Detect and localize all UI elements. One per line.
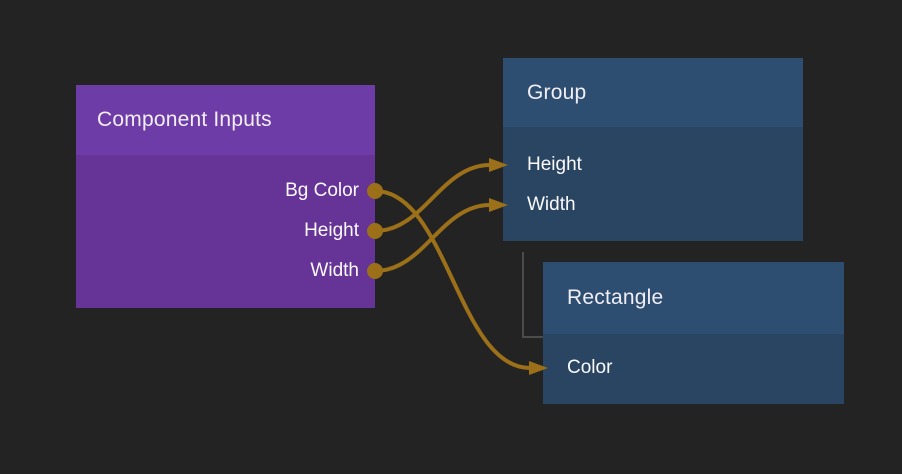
node-title: Group: [527, 80, 587, 104]
output-label-width: Width: [310, 260, 359, 281]
output-port-width[interactable]: [367, 263, 383, 279]
hierarchy-line-group-rectangle: [522, 252, 543, 338]
node-group-body: Height Width: [503, 127, 803, 241]
arrowhead-icon: [489, 198, 508, 212]
arrowhead-icon: [489, 158, 508, 172]
node-rectangle[interactable]: Rectangle Color: [543, 262, 844, 404]
node-component-inputs-header[interactable]: Component Inputs: [76, 85, 375, 155]
output-port-bg-color[interactable]: [367, 183, 383, 199]
link-width-to-group-width[interactable]: [374, 198, 508, 273]
link-curve[interactable]: [374, 163, 491, 233]
link-curve[interactable]: [374, 203, 491, 273]
input-label-color: Color: [567, 357, 613, 378]
node-title: Component Inputs: [97, 108, 272, 131]
input-row-height[interactable]: Height: [503, 145, 803, 185]
node-component-inputs-body: Bg Color Height Width: [76, 155, 375, 308]
output-row-width[interactable]: Width: [76, 251, 375, 291]
arrowhead-icon: [529, 361, 548, 375]
output-port-height[interactable]: [367, 223, 383, 239]
link-bgcolor-to-rectangle-color[interactable]: [374, 189, 548, 375]
input-label-height: Height: [527, 154, 582, 175]
output-row-height[interactable]: Height: [76, 211, 375, 251]
output-label-height: Height: [304, 220, 359, 241]
node-title: Rectangle: [567, 286, 664, 309]
link-height-to-group-height[interactable]: [374, 158, 508, 233]
output-row-bg-color[interactable]: Bg Color: [76, 171, 375, 211]
node-rectangle-body: Color: [543, 334, 844, 404]
input-label-width: Width: [527, 194, 576, 215]
node-rectangle-header[interactable]: Rectangle: [543, 262, 844, 334]
input-row-width[interactable]: Width: [503, 185, 803, 225]
link-curve[interactable]: [374, 189, 531, 370]
node-component-inputs[interactable]: Component Inputs Bg Color Height Width: [76, 85, 375, 308]
output-label-bg-color: Bg Color: [285, 180, 359, 201]
node-group-header[interactable]: Group: [503, 58, 803, 127]
node-group[interactable]: Group Height Width: [503, 58, 803, 241]
input-row-color[interactable]: Color: [543, 348, 844, 388]
